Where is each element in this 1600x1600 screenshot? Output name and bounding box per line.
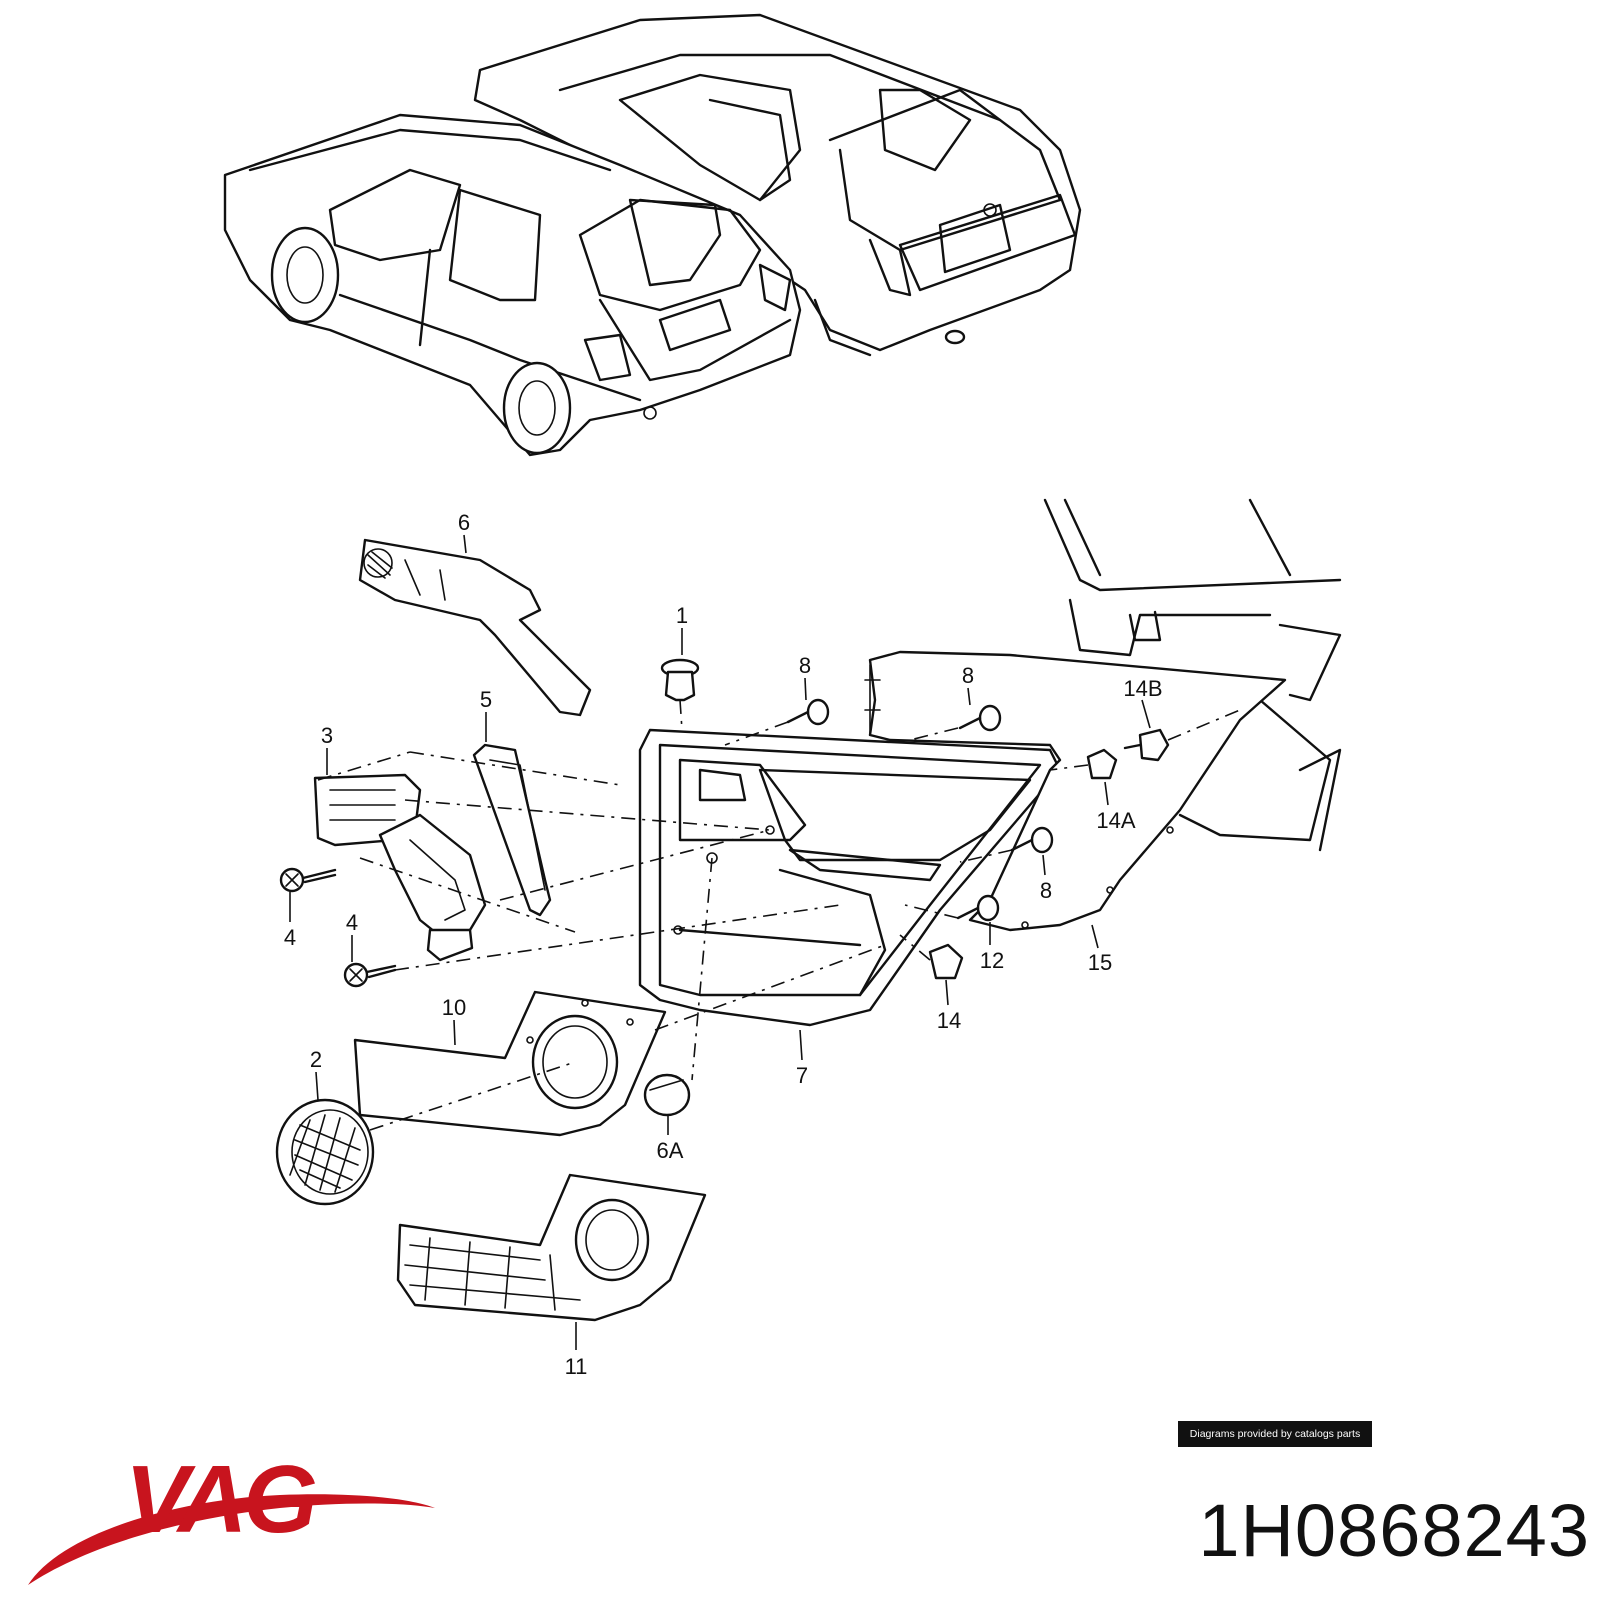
brand-name: VAG [125,1446,318,1553]
callout-8-top-right: 8 [962,663,974,688]
callout-15: 15 [1088,950,1112,975]
body-side-outline [1043,498,1342,852]
callout-14a: 14A [1096,808,1135,833]
fastener-clips [786,698,1170,980]
part-1-clip [660,658,700,731]
assembly-lines [317,709,1241,1131]
callout-2: 2 [310,1047,322,1072]
part-10-speaker-trim [353,990,667,1137]
callout-8-top-left: 8 [799,653,811,678]
callout-7: 7 [796,1063,808,1088]
callout-12: 12 [980,948,1004,973]
part-number: 1H0868243 [1198,1489,1590,1572]
callout-5: 5 [480,687,492,712]
part-11-lower-trim [396,1173,707,1322]
callout-10: 10 [442,995,466,1020]
callout-14: 14 [937,1008,961,1033]
callout-3: 3 [321,723,333,748]
diagram-credit-banner: Diagrams provided by catalogs parts [1178,1421,1372,1447]
part-5-pillar-strip [472,743,552,917]
callout-14b: 14B [1123,676,1162,701]
part-6a-plug [643,1073,691,1117]
callout-leaders [289,534,1151,1350]
hatchback-illustration [223,113,802,457]
vag-swoosh-logo [28,1494,435,1585]
callout-8-right: 8 [1040,878,1052,903]
callout-4-upper: 4 [284,925,296,950]
callout-4-lower: 4 [346,910,358,935]
part-6-trim-strip [358,538,592,717]
callout-labels: 6 1 8 8 14B 3 5 14A 8 12 15 14 4 4 10 7 … [284,510,1163,1379]
part-3-handle-assembly [313,773,487,962]
part-2-speaker-grille [275,1098,375,1206]
part-7-door-panel [638,728,1062,1027]
callout-1: 1 [676,603,688,628]
callout-6a: 6A [657,1138,684,1163]
callout-6: 6 [458,510,470,535]
callout-11: 11 [565,1354,588,1379]
part-4-screws [279,867,397,988]
